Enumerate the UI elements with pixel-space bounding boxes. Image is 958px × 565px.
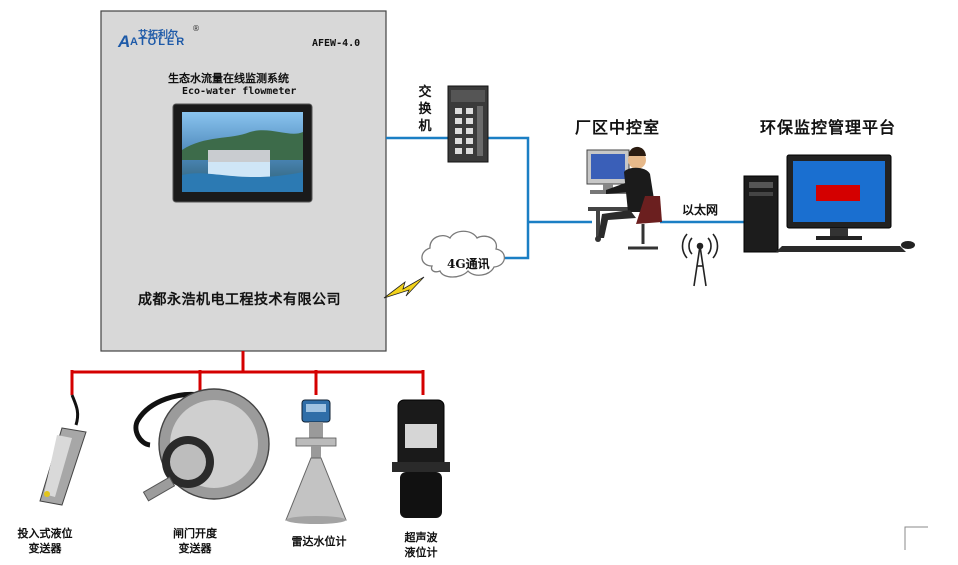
network-switch-icon: [447, 85, 489, 163]
company-name: 成都永浩机电工程技术有限公司: [138, 292, 341, 308]
sensor-label-submersible: 投入式液位 变送器: [10, 526, 80, 556]
switch-label-char: 换: [418, 102, 432, 117]
system-name-cn: 生态水流量在线监测系统: [168, 72, 289, 85]
system-name-en: Eco-water flowmeter: [182, 86, 297, 97]
cloud-label: 4G通讯: [447, 257, 490, 271]
lightning-bolt: [383, 276, 425, 299]
sensor-label-line: 液位计: [404, 546, 438, 559]
sensor-label-line: 雷达水位计: [291, 535, 347, 548]
radar-sensor-icon: [285, 399, 347, 524]
network-lines: [386, 136, 744, 260]
rotary-encoder-icon: [133, 388, 270, 502]
submersible-sensor-icon: [39, 394, 87, 506]
sensor-label-line: 投入式液位: [17, 527, 73, 540]
switch-label: 交 换 机: [417, 84, 433, 135]
sensor-label-radar: 雷达水位计: [281, 534, 357, 549]
sensor-label-ultrasonic: 超声波 液位计: [390, 530, 452, 560]
switch-label-char: 交: [418, 85, 432, 100]
platform-label: 环保监控管理平台: [760, 118, 897, 137]
sensor-label-line: 变送器: [178, 542, 212, 555]
ethernet-label: 以太网: [682, 203, 719, 217]
brand-wordmark: ATOLER: [130, 36, 187, 48]
ultrasonic-sensor-icon: [392, 399, 450, 518]
sensor-label-line: 闸门开度: [173, 527, 217, 540]
cloud-icon: [421, 230, 506, 278]
switch-label-char: 机: [418, 119, 432, 134]
antenna-icon: [681, 233, 719, 287]
logo-glyph-icon: A: [118, 32, 131, 51]
operator-icon: [586, 146, 662, 250]
sensor-label-line: 变送器: [28, 542, 62, 555]
corner-mark: [904, 526, 928, 550]
sensor-bus: [70, 351, 425, 395]
computer-icon: [743, 154, 915, 253]
device-model: AFEW-4.0: [312, 38, 361, 49]
brand-chinese-name: 艾拓利尔: [138, 30, 178, 41]
touchscreen-icon: [172, 103, 313, 203]
control-room-label: 厂区中控室: [575, 118, 661, 137]
registered-mark: ®: [192, 24, 200, 33]
sensor-label-gate: 闸门开度 变送器: [160, 526, 230, 556]
sensor-label-line: 超声波: [404, 531, 438, 544]
